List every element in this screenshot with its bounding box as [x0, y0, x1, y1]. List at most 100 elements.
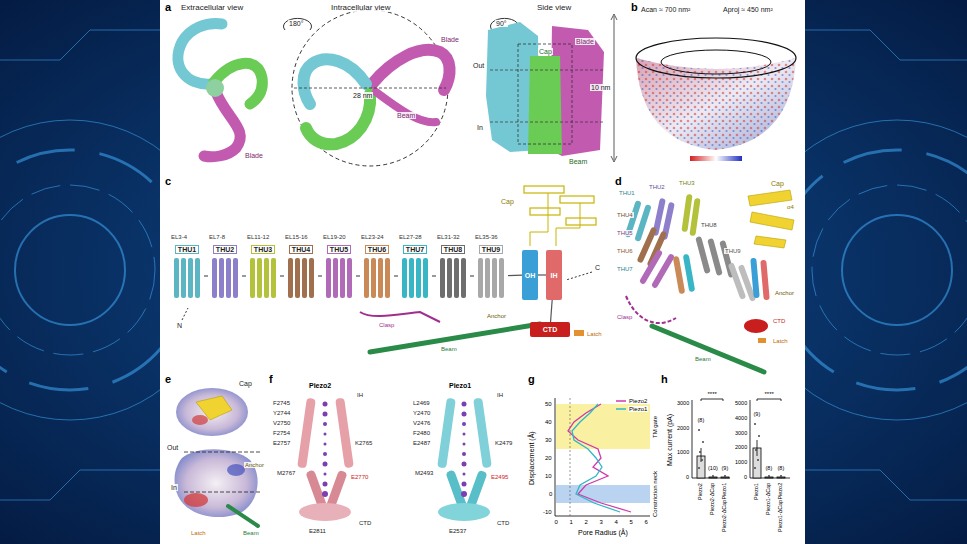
helix-group [477, 258, 505, 298]
helix-cylinder [364, 258, 369, 298]
illustration-part [437, 398, 456, 469]
figure-label: Extracellular view [180, 4, 244, 12]
helix-cylinder [219, 258, 224, 298]
figure-label: e [164, 374, 172, 385]
figure-label: THU3 [678, 180, 696, 186]
figure-label: IH [496, 392, 504, 398]
helix-cylinder [174, 258, 179, 298]
linker-line [470, 275, 474, 276]
figure-label: K2479 [494, 440, 513, 446]
figure-label: α4 [786, 204, 795, 210]
illustration-part [760, 260, 769, 300]
illustration-part [572, 404, 620, 512]
figure-label: 1000 [734, 460, 748, 466]
illustration-part [611, 14, 617, 162]
figure-label: L2469 [412, 400, 431, 406]
figure-label: Piezo1 [448, 382, 472, 389]
figure-label: **** [764, 391, 775, 397]
figure-label: -10 [542, 509, 553, 515]
linker-line [508, 275, 522, 277]
illustration-part [323, 402, 328, 407]
figure-label: Intracellular view [330, 4, 392, 12]
figure-label: CTD [496, 520, 510, 526]
figure-label: Beam [242, 530, 260, 536]
figure-label: Blade [575, 38, 595, 45]
unit-label: IH [551, 272, 558, 279]
illustration-part [524, 186, 564, 193]
helix-group [325, 258, 353, 298]
helix-cylinder [333, 258, 338, 298]
illustration-part [323, 452, 327, 456]
figure-label: Acan ≈ 700 nm² [640, 6, 691, 13]
figure-label: Aproj ≈ 450 nm² [722, 6, 774, 13]
figure-label: 20 [544, 455, 553, 461]
illustration-part [376, 92, 436, 122]
figure-label: 1 [569, 519, 574, 525]
figure-label: 3000 [734, 431, 748, 437]
figure-label: E2495 [490, 474, 509, 480]
figure-label: THU2 [648, 184, 666, 190]
domain-box: CTD [530, 322, 570, 337]
figure-label: 1000 [676, 450, 690, 456]
illustration-part [566, 218, 596, 225]
illustration-part [462, 402, 467, 407]
figure-label: Y2744 [272, 410, 291, 416]
figure-label: THU9 [724, 248, 742, 254]
figure-label: In [170, 484, 178, 491]
figure-label: b [630, 2, 639, 13]
helix-cylinder [288, 258, 293, 298]
figure-label: 6 [644, 519, 649, 525]
illustration-part [228, 506, 258, 526]
figure-label: 5 [629, 519, 634, 525]
helix-cylinder [461, 258, 466, 298]
helix-unit: THU4 [284, 245, 318, 307]
pore-dots [322, 402, 467, 498]
helix-cylinder [271, 258, 276, 298]
illustration-part [777, 477, 785, 478]
helix-unit: THU9 [474, 245, 508, 307]
helix-group [249, 258, 277, 298]
figure-label: Piezo2 [308, 382, 332, 389]
linker-line [551, 300, 553, 322]
illustration-part [462, 422, 466, 426]
unit-label: THU9 [479, 245, 503, 254]
legend-text: Piezo2 [628, 398, 648, 404]
helix-group [363, 258, 391, 298]
illustration-part [0, 185, 155, 355]
illustration-part [616, 408, 626, 410]
illustration-part [324, 433, 327, 436]
figure-label: Clasp [616, 314, 633, 320]
figure-label: F2754 [272, 430, 291, 436]
helix-cylinder [378, 258, 383, 298]
figure-label: 30 [544, 437, 553, 443]
illustration-part [636, 38, 796, 78]
figure-label: V2476 [412, 420, 431, 426]
helix-cylinder [212, 258, 217, 298]
illustration-part [463, 473, 466, 476]
figure-label: CTD [358, 520, 372, 526]
illustration-part [698, 429, 700, 431]
helix-cylinder [181, 258, 186, 298]
linker-line [432, 275, 436, 276]
illustration-part [184, 492, 262, 493]
figure-label: h [660, 374, 669, 385]
cartoon-structure [624, 190, 794, 372]
illustration-part [568, 404, 631, 512]
figure-label: a [164, 2, 172, 13]
unit-label: THU1 [175, 245, 199, 254]
helix-cylinder [440, 258, 445, 298]
illustration-part [757, 399, 781, 401]
illustration-part [530, 208, 560, 215]
helix-unit: THU7 [398, 245, 432, 307]
figure-label: E2770 [350, 474, 369, 480]
outline-circle [292, 10, 448, 166]
illustration-part [184, 493, 208, 507]
figure-label: N [176, 322, 183, 329]
figure-label: Piezo2-ΔCapPiezo1 [722, 482, 728, 533]
illustration-part [765, 477, 773, 478]
linker-line [318, 275, 322, 276]
figure-label: Latch [190, 530, 207, 536]
helix-cylinder [326, 258, 331, 298]
helix-group [401, 258, 429, 298]
